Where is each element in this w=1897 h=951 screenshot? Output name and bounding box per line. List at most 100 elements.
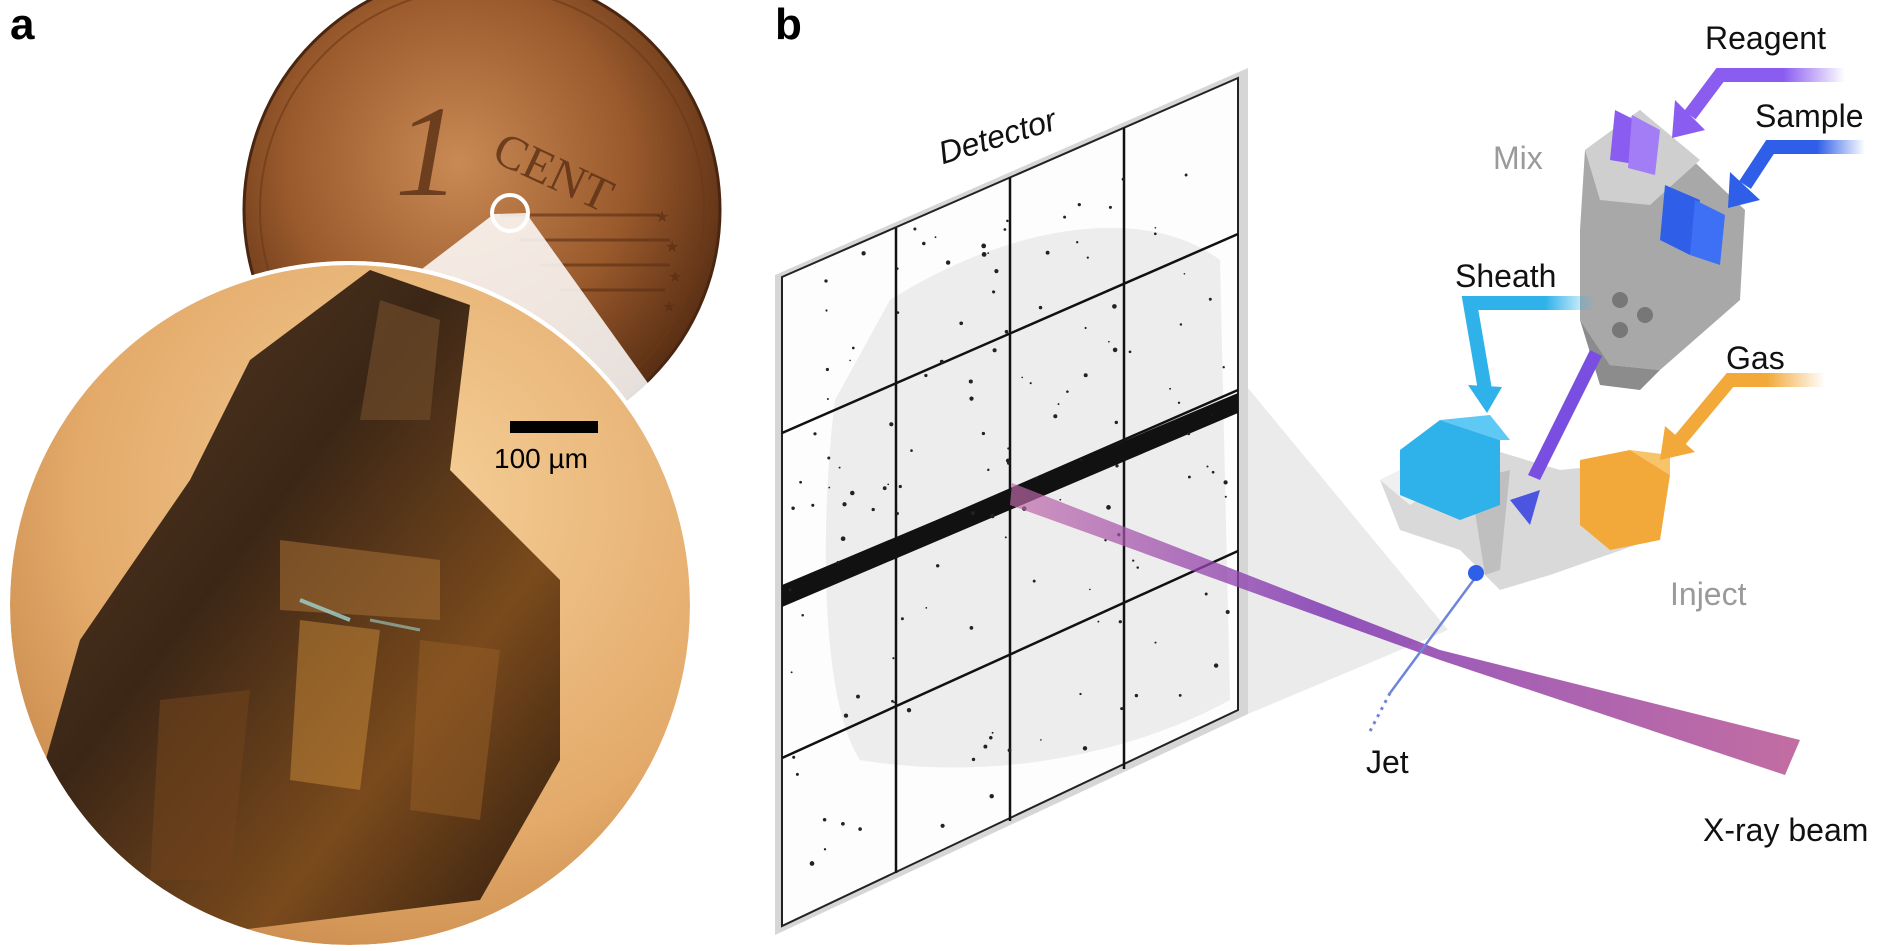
diffraction-spot <box>922 241 926 246</box>
diffraction-spot <box>981 252 987 257</box>
diffraction-spot <box>990 513 995 519</box>
diffraction-spot <box>1206 465 1209 468</box>
diffraction-spot <box>1177 401 1181 404</box>
diffraction-spot <box>840 536 846 542</box>
diffraction-spot <box>969 396 974 401</box>
panel-b-letter: b <box>775 0 802 49</box>
diffraction-spot <box>1222 366 1225 369</box>
diffraction-spot <box>842 502 847 507</box>
diffraction-spot <box>893 701 896 704</box>
diffraction-spot <box>850 490 855 496</box>
diffraction-spot <box>887 483 890 486</box>
diffraction-spot <box>824 279 828 283</box>
diffraction-spot <box>826 397 829 401</box>
scale-bar <box>510 421 598 433</box>
diffraction-spot <box>1032 579 1036 583</box>
diffraction-spot <box>849 359 851 362</box>
diffraction-spot <box>1004 329 1009 334</box>
diffraction-spot <box>945 260 951 265</box>
diffraction-spot <box>1097 620 1100 623</box>
diffraction-spot <box>1115 464 1119 468</box>
svg-text:★: ★ <box>668 267 682 286</box>
diffraction-spot <box>913 227 917 231</box>
diffraction-spot <box>828 486 831 489</box>
diffraction-spot <box>1083 373 1088 378</box>
flow-arrows <box>1461 68 1865 525</box>
diffraction-spot <box>981 431 986 436</box>
diffraction-spot <box>898 484 902 489</box>
diffraction-spot <box>895 267 899 270</box>
diffraction-spot <box>838 466 841 469</box>
svg-text:★: ★ <box>665 237 679 256</box>
diffraction-spot <box>1211 470 1215 474</box>
diffraction-spot <box>910 449 913 452</box>
diffraction-spot <box>1132 559 1135 562</box>
diffraction-spot <box>1057 403 1060 406</box>
diffraction-spot <box>856 694 860 699</box>
beam-cone <box>1248 388 1448 714</box>
diffraction-spot <box>1086 256 1089 259</box>
diffraction-spot <box>1136 566 1139 569</box>
diffraction-spot <box>882 486 887 491</box>
diffraction-spot <box>851 346 855 350</box>
diffraction-spot <box>934 236 937 239</box>
diffraction-spot <box>836 560 840 564</box>
diffraction-spot <box>1112 347 1118 353</box>
diffraction-spot <box>827 456 831 460</box>
diffraction-spot <box>1112 304 1117 309</box>
diffraction-spot <box>1076 241 1079 244</box>
diffraction-spot <box>790 671 793 674</box>
diffraction-spot <box>1089 588 1091 591</box>
diffraction-spot <box>939 359 944 364</box>
diffraction-spot <box>895 511 899 516</box>
diffraction-spot <box>1169 387 1172 390</box>
diffraction-spot <box>971 757 976 762</box>
diffraction-spot <box>1035 476 1038 479</box>
diffraction-spot <box>1128 350 1132 354</box>
diffraction-spot <box>1208 297 1212 301</box>
diffraction-spot <box>989 793 994 799</box>
diffraction-spot <box>1224 495 1227 498</box>
injector-device <box>1380 415 1670 590</box>
diffraction-spot <box>1053 414 1058 419</box>
diffraction-spot <box>811 503 815 507</box>
diffraction-spot <box>891 699 894 703</box>
reagent-label: Reagent <box>1705 20 1826 56</box>
diffraction-spot <box>1040 739 1042 741</box>
diffraction-spot <box>981 243 987 249</box>
diffraction-spot <box>1038 305 1043 310</box>
diffraction-spot <box>843 713 849 718</box>
diffraction-spot <box>825 309 828 312</box>
diffraction-spot <box>1179 323 1183 326</box>
diffraction-spot <box>1079 692 1082 696</box>
svg-text:1: 1 <box>395 80 460 224</box>
diffraction-spot <box>1059 498 1062 501</box>
diffraction-spot <box>992 290 996 294</box>
diffraction-spot <box>1108 205 1112 209</box>
diffraction-spot <box>1118 620 1122 624</box>
diffraction-spot <box>969 626 974 630</box>
panel-a-letter: a <box>10 0 35 49</box>
diffraction-spot <box>1106 505 1111 510</box>
diffraction-spot <box>1225 610 1230 614</box>
gas-label: Gas <box>1726 340 1785 376</box>
diffraction-spot <box>1082 746 1088 751</box>
mix-label: Mix <box>1493 140 1543 176</box>
diffraction-spot <box>940 823 945 828</box>
diffraction-spot <box>1108 340 1110 343</box>
diffraction-spot <box>822 818 827 822</box>
diffraction-spot <box>1184 173 1188 177</box>
diffraction-spot <box>889 422 894 427</box>
diffraction-spot <box>861 251 866 256</box>
diffraction-spot <box>841 821 845 826</box>
diffraction-spot <box>1084 326 1087 330</box>
scale-bar-label: 100 µm <box>494 443 588 474</box>
diffraction-spot <box>925 607 928 609</box>
diffraction-spot <box>1007 447 1010 450</box>
diffraction-spot <box>987 468 990 472</box>
diffraction-spot <box>1120 707 1124 711</box>
diffraction-spot <box>992 348 997 353</box>
diffraction-spot <box>1211 413 1214 416</box>
